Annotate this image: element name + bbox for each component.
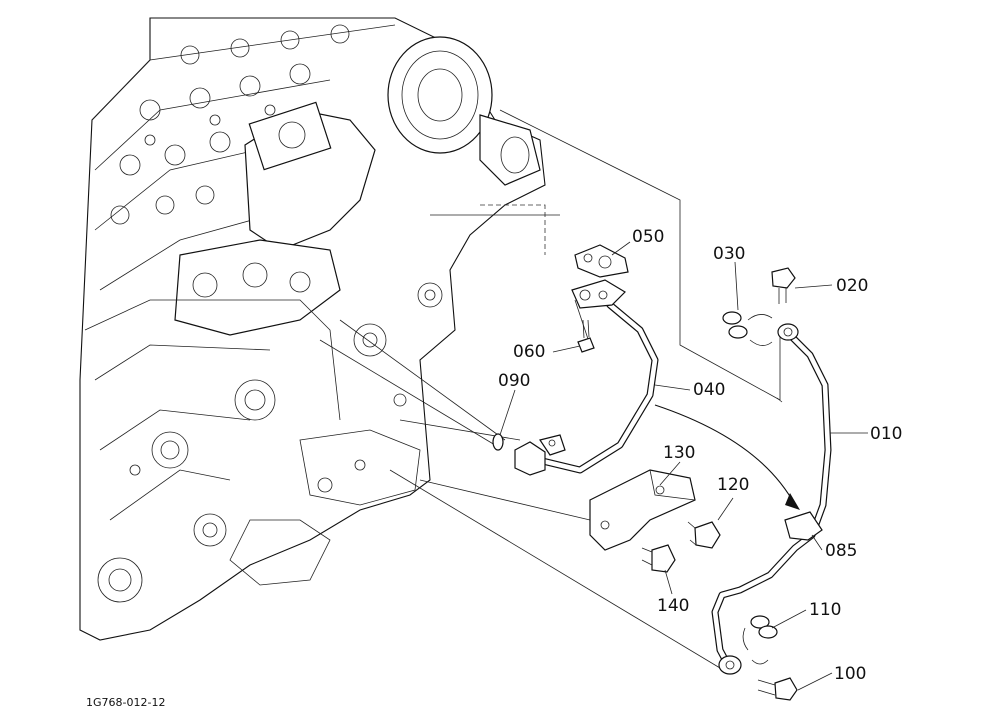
bracket-130 (589, 469, 696, 551)
callout-090: 090 (498, 371, 530, 391)
callout-020: 020 (836, 276, 868, 296)
clamp-085 (784, 511, 823, 541)
callout-050: 050 (632, 227, 664, 247)
turbocharger (244, 36, 541, 251)
gasket-050 (574, 244, 629, 278)
bolt-140 (641, 544, 676, 573)
callout-085: 085 (825, 541, 857, 561)
callout-060: 060 (513, 342, 545, 362)
callout-040: 040 (693, 380, 725, 400)
washers-110 (742, 615, 778, 665)
bolt-120 (687, 521, 721, 549)
bolt-100 (757, 677, 798, 701)
washers-030 (722, 311, 773, 346)
routing-arrow (654, 404, 800, 510)
callout-140: 140 (657, 596, 689, 616)
callout-120: 120 (717, 475, 749, 495)
assembly-lines (319, 109, 783, 669)
callout-leaders (499, 241, 868, 691)
figure-code: 1G768-012-12 (86, 696, 165, 709)
o-ring-090 (492, 433, 504, 451)
callout-030: 030 (713, 244, 745, 264)
pipe-040 (514, 279, 659, 476)
callout-100: 100 (834, 664, 866, 684)
exhaust-manifold (174, 239, 341, 336)
callout-labels: 010 020 030 040 050 060 085 090 100 110 … (86, 227, 902, 709)
callout-010: 010 (870, 424, 902, 444)
callout-110: 110 (809, 600, 841, 620)
bolt-060 (577, 319, 595, 353)
bolt-020 (771, 267, 796, 304)
engine-block (79, 17, 546, 641)
callout-130: 130 (663, 443, 695, 463)
pipe-010 (711, 323, 832, 675)
